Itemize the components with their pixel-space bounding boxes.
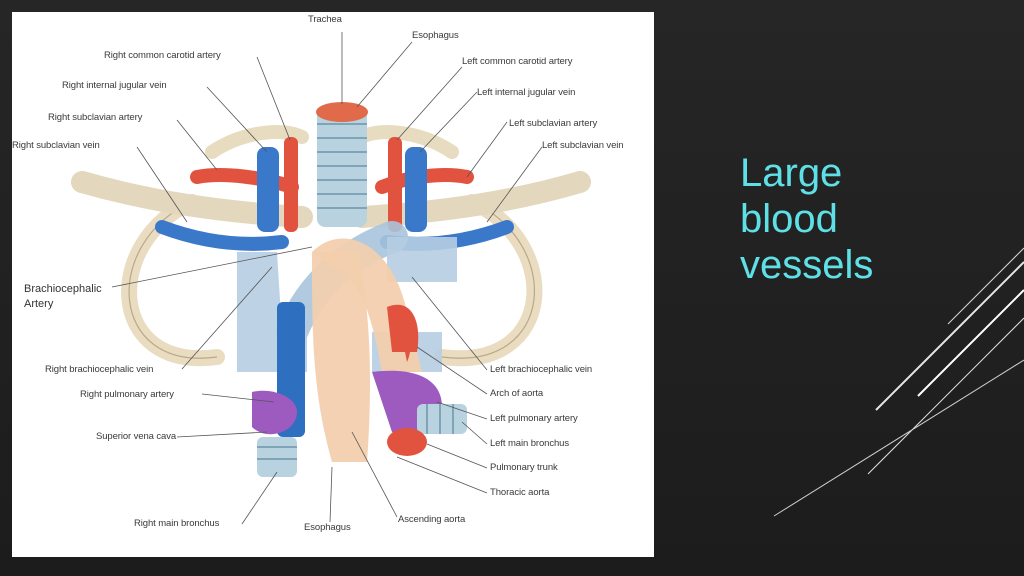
ascending-aorta	[312, 252, 370, 462]
slide-title: Large blood vessels	[740, 150, 1000, 288]
label-trachea: Trachea	[308, 14, 342, 25]
left-band	[387, 237, 457, 282]
upper-rib-right	[205, 125, 309, 159]
right-pulmonary-artery	[252, 390, 297, 435]
title-line-2: blood	[740, 197, 838, 241]
deco-line-5	[773, 359, 1024, 517]
label-pulmonary-trunk: Pulmonary trunk	[490, 462, 558, 473]
title-line-3: vessels	[740, 243, 874, 287]
deco-line-1	[947, 247, 1024, 325]
esophagus-top	[316, 102, 368, 122]
label-right-main-bronchus: Right main bronchus	[134, 518, 220, 529]
left-common-carotid-artery	[388, 137, 402, 232]
deco-line-4	[867, 317, 1024, 475]
label-left-main-bronchus: Left main bronchus	[490, 438, 569, 449]
left-red-vessel	[387, 304, 419, 352]
annotation-line-2: Artery	[24, 298, 54, 310]
deco-line-3	[917, 289, 1024, 397]
label-left-subclavian-vein: Left subclavian vein	[542, 140, 624, 151]
anatomy-illustration	[71, 32, 591, 525]
label-left-pulmonary-artery: Left pulmonary artery	[490, 413, 578, 424]
anatomy-figure: Trachea Esophagus Right common carotid a…	[12, 12, 654, 557]
label-right-internal-jugular-vein: Right internal jugular vein	[62, 80, 167, 91]
label-right-subclavian-vein: Right subclavian vein	[12, 140, 100, 151]
label-right-pulmonary-artery: Right pulmonary artery	[80, 389, 174, 400]
title-line-1: Large	[740, 151, 843, 195]
right-main-bronchus	[257, 437, 297, 477]
right-brachiocephalic-vein-band	[237, 252, 282, 332]
leader-lines	[111, 32, 543, 525]
pulmonary-trunk	[387, 428, 427, 456]
label-esophagus-top: Esophagus	[412, 30, 459, 41]
label-left-internal-jugular-vein: Left internal jugular vein	[477, 87, 576, 98]
label-thoracic-aorta: Thoracic aorta	[490, 487, 550, 498]
label-left-subclavian-artery: Left subclavian artery	[509, 118, 598, 129]
right-subclavian-vein	[155, 220, 289, 251]
label-left-common-carotid-artery: Left common carotid artery	[462, 56, 573, 67]
label-superior-vena-cava: Superior vena cava	[96, 431, 177, 442]
left-main-bronchus	[417, 404, 467, 434]
label-left-brachiocephalic-vein: Left brachiocephalic vein	[490, 364, 593, 375]
label-right-subclavian-artery: Right subclavian artery	[48, 112, 143, 123]
label-right-common-carotid-artery: Right common carotid artery	[104, 50, 221, 61]
annotation-line-1: Brachiocephalic	[24, 283, 102, 295]
left-internal-jugular-vein	[405, 147, 427, 232]
deco-line-2	[875, 261, 1024, 411]
label-arch-of-aorta: Arch of aorta	[490, 388, 544, 399]
label-esophagus-bottom: Esophagus	[304, 522, 351, 533]
right-common-carotid-artery	[284, 137, 298, 232]
label-ascending-aorta: Ascending aorta	[398, 514, 466, 525]
brachiocephalic-artery-annotation: Brachiocephalic Artery	[24, 282, 102, 312]
trachea-rings	[317, 123, 367, 209]
label-right-brachiocephalic-vein: Right brachiocephalic vein	[45, 364, 154, 375]
right-subclavian-artery	[190, 168, 299, 194]
right-internal-jugular-vein	[257, 147, 279, 232]
